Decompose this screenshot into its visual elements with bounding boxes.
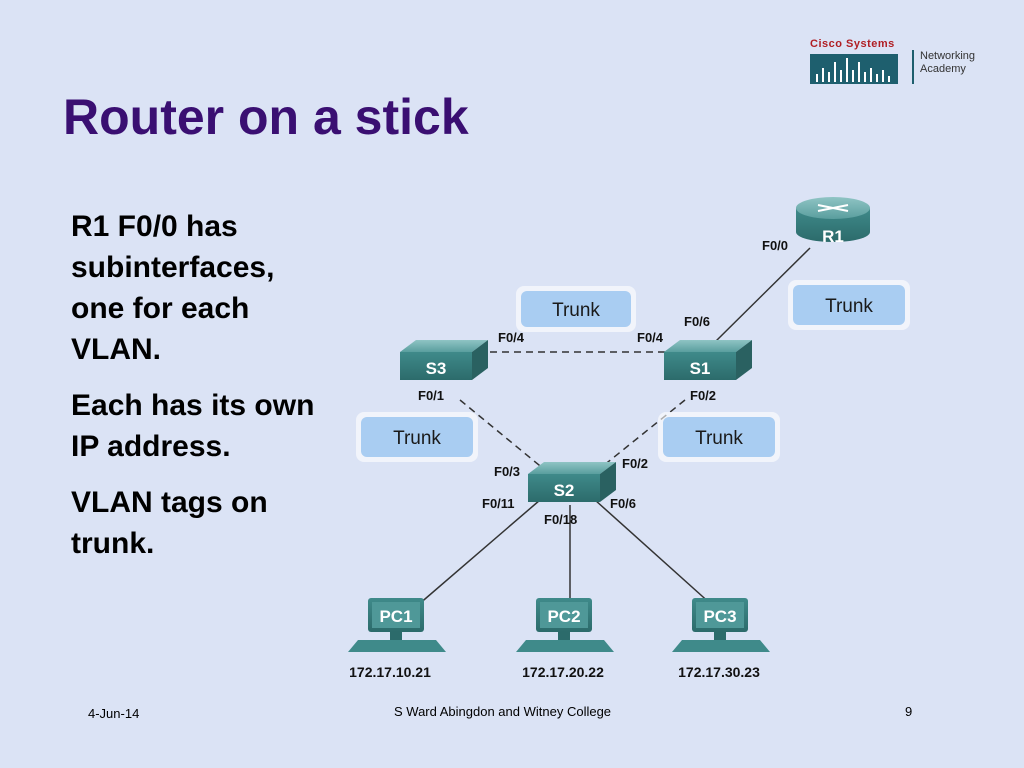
pc-label: PC1	[379, 607, 412, 626]
port-label: F0/2	[690, 388, 716, 403]
footer-date: 4-Jun-14	[88, 706, 140, 721]
link-s3-s2	[459, 399, 546, 471]
port-labels: F0/0 F0/6 F0/4 F0/2 F0/4 F0/1 F0/3 F0/2 …	[418, 238, 788, 527]
ip-labels: 172.17.10.21 172.17.20.22 172.17.30.23	[349, 664, 760, 680]
logo-sub-line1: Networking	[920, 50, 976, 62]
svg-text:Trunk: Trunk	[552, 300, 600, 321]
pc3-icon: PC3	[672, 598, 770, 652]
port-label: F0/11	[482, 496, 515, 511]
svg-text:Trunk: Trunk	[393, 428, 441, 449]
footer-center: S Ward Abingdon and Witney College	[394, 704, 612, 719]
bullet-item: Each has its own IP address.	[71, 389, 315, 463]
trunk-label: Trunk	[658, 412, 780, 462]
switch-s2-icon: S2	[528, 462, 616, 502]
port-label: F0/1	[418, 388, 444, 403]
trunk-label: Trunk	[356, 412, 478, 462]
switch-label: S2	[554, 481, 575, 500]
logo-sub-line2: Academy	[920, 63, 966, 75]
port-label: F0/6	[684, 314, 710, 329]
router-label: R1	[822, 227, 844, 246]
link-s2-pc1	[417, 499, 541, 606]
page-number: 9	[905, 704, 913, 719]
pc-ip-label: 172.17.30.23	[678, 664, 760, 680]
switch-label: S1	[690, 359, 711, 378]
pc2-icon: PC2	[516, 598, 614, 652]
svg-text:Trunk: Trunk	[825, 296, 873, 317]
links	[417, 247, 811, 606]
trunk-label: Trunk	[516, 286, 636, 332]
network-diagram: Trunk Trunk Trunk Trunk R1 S1 S3	[348, 197, 910, 680]
slide-title: Router on a stick	[63, 89, 469, 145]
link-s2-pc3	[594, 499, 713, 606]
pc-label: PC2	[547, 607, 580, 626]
bullet-list: R1 F0/0 has subinterfaces, one for each …	[71, 206, 331, 579]
cisco-networking-academy-logo: Cisco Systems Networking Academy	[810, 38, 990, 86]
logo-brand: Cisco Systems	[810, 38, 895, 50]
port-label: F0/2	[622, 456, 648, 471]
port-label: F0/18	[544, 512, 577, 527]
pc1-icon: PC1	[348, 598, 446, 652]
switch-s3-icon: S3	[400, 340, 488, 380]
logo-bars-icon	[810, 54, 898, 84]
switch-label: S3	[426, 359, 447, 378]
port-label: F0/0	[762, 238, 788, 253]
port-label: F0/4	[498, 330, 525, 345]
pc-label: PC3	[703, 607, 736, 626]
link-s1-s2	[597, 399, 686, 471]
port-label: F0/6	[610, 496, 636, 511]
logo-separator	[912, 50, 914, 84]
router-r1-icon: R1	[796, 197, 870, 246]
bullet-item: R1 F0/0 has subinterfaces, one for each …	[71, 210, 275, 366]
trunk-label: Trunk	[788, 280, 910, 330]
pc-ip-label: 172.17.10.21	[349, 664, 431, 680]
port-label: F0/3	[494, 464, 520, 479]
svg-text:Trunk: Trunk	[695, 428, 743, 449]
logo-subtitle: Networking Academy	[920, 50, 975, 76]
pc-ip-label: 172.17.20.22	[522, 664, 604, 680]
switch-s1-icon: S1	[664, 340, 752, 380]
bullet-item: VLAN tags on trunk.	[71, 486, 268, 560]
link-r1-s1	[714, 247, 811, 343]
port-label: F0/4	[637, 330, 664, 345]
